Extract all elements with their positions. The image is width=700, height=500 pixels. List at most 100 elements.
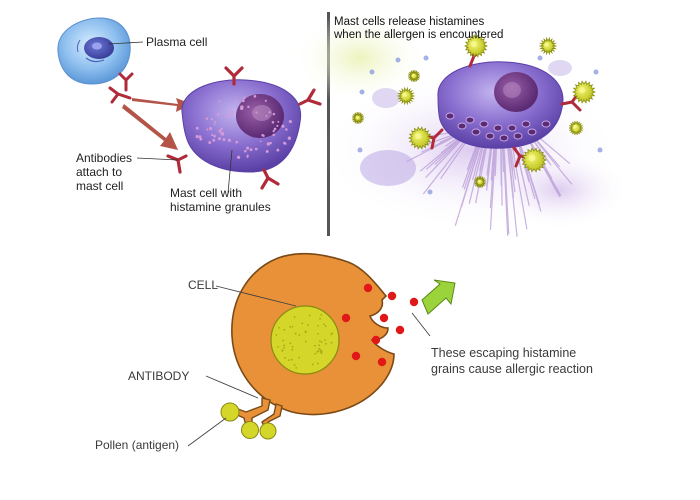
antibodies-pointer	[136, 157, 179, 161]
histamine-dot	[341, 313, 351, 323]
release-streak	[440, 136, 471, 180]
histamine-dot	[371, 335, 381, 345]
nucleus-dot	[324, 325, 327, 328]
release-streak	[518, 138, 540, 205]
release-streak	[468, 139, 486, 204]
granule	[222, 138, 226, 142]
nucleus-dot	[320, 341, 323, 343]
pore	[493, 124, 503, 132]
nucleus-dot	[294, 332, 297, 335]
small-particle	[369, 69, 375, 75]
release-streak	[532, 135, 561, 168]
antibodies-label: Antibodies attach to mast cell	[76, 151, 133, 193]
granule	[254, 147, 258, 151]
small-particle	[427, 189, 433, 195]
granule	[210, 118, 213, 121]
top-right-panel	[290, 12, 630, 237]
small-particle	[593, 69, 599, 75]
nucleus-dot	[308, 314, 311, 317]
release-streak	[425, 134, 467, 179]
granule	[216, 113, 220, 117]
granule	[243, 149, 247, 153]
allergen-particle	[351, 111, 365, 125]
nucleus-dot	[318, 340, 321, 343]
granule	[213, 134, 216, 138]
release-streak	[526, 137, 561, 197]
granule	[288, 119, 292, 124]
release-streak	[460, 138, 483, 208]
granule	[217, 137, 222, 141]
nucleus-dot	[291, 348, 294, 351]
granule	[285, 128, 288, 131]
granule	[264, 99, 267, 102]
granule	[246, 156, 249, 159]
nucleus-dot	[323, 323, 325, 326]
histamine-dot	[395, 325, 405, 335]
nucleus-dot	[304, 340, 307, 343]
granule	[206, 128, 209, 131]
histamine-granules	[195, 95, 292, 159]
degranulating-mast-cell	[437, 61, 564, 149]
granule	[213, 123, 216, 126]
granule	[246, 146, 250, 150]
release-streak	[489, 139, 497, 230]
release-streak	[535, 134, 571, 165]
nucleus-dot	[289, 326, 292, 328]
granule	[209, 127, 213, 131]
granule	[276, 148, 280, 152]
small-particle	[359, 89, 365, 95]
granule	[271, 120, 275, 124]
bottom-diagram	[187, 252, 456, 447]
allergen-particle	[521, 147, 547, 173]
granule	[220, 132, 225, 136]
nucleus-dot	[311, 363, 314, 366]
plasma-cell-label: Plasma cell	[146, 35, 208, 49]
granule	[231, 111, 234, 114]
granule	[218, 129, 222, 133]
nucleus-dot	[284, 356, 287, 359]
allergen-particle	[538, 36, 558, 56]
granule	[265, 149, 269, 153]
granule	[208, 141, 212, 145]
nucleus-dot	[295, 366, 298, 369]
nucleus-texture	[275, 313, 334, 369]
histamine-dot	[387, 291, 397, 301]
nucleus-dot	[298, 334, 301, 336]
nucleus-dot	[316, 362, 319, 365]
granule	[198, 135, 202, 138]
mast-cell-pointer	[227, 149, 233, 194]
pollen-label: Pollen (antigen)	[95, 438, 180, 452]
granule	[272, 112, 276, 116]
granule	[220, 127, 223, 131]
mast-cell-release-caption: Mast cells release histamines when the a…	[334, 16, 504, 41]
nucleus-dot	[317, 324, 319, 327]
pore	[465, 116, 475, 124]
pore	[513, 132, 523, 140]
granule	[226, 115, 229, 118]
granule	[205, 117, 209, 120]
granule	[229, 109, 232, 112]
bound-allergens	[408, 34, 596, 173]
released-antibodies	[108, 72, 134, 104]
small-particle	[423, 55, 429, 61]
pore	[471, 128, 481, 136]
granule	[228, 112, 231, 116]
granule	[282, 125, 285, 128]
pore	[527, 128, 537, 136]
allergen-particle	[572, 80, 596, 104]
release-streak	[516, 138, 536, 200]
granule	[266, 142, 270, 146]
nucleus-dot	[291, 345, 294, 348]
nucleus-dot	[290, 358, 293, 361]
allergen-particle	[396, 86, 416, 106]
antibody-label: ANTIBODY	[128, 369, 190, 383]
granule	[253, 95, 257, 98]
nucleus-dot	[293, 316, 296, 318]
nucleus-dot	[298, 356, 300, 359]
allergen-particle	[408, 126, 432, 150]
top-left-panel	[57, 17, 322, 194]
allergen-particle	[473, 175, 487, 189]
nucleus-dot	[301, 322, 304, 325]
granule	[272, 129, 275, 133]
